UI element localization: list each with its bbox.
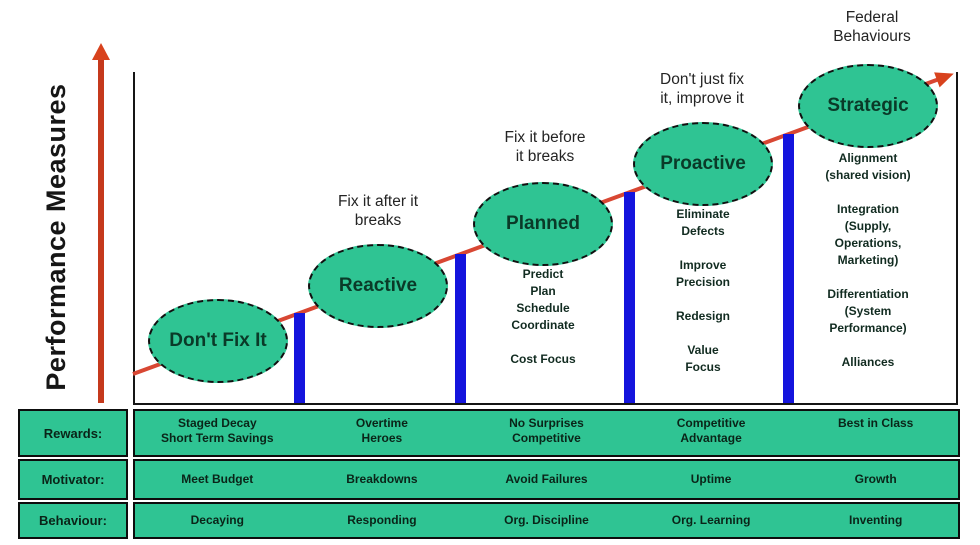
annotation-planned: Fix it before it breaks	[504, 129, 586, 165]
stage-label: Reactive	[338, 275, 418, 296]
motivator-cell-strategic: Growth	[854, 472, 897, 486]
motivator-cell-reactive: Breakdowns	[346, 472, 418, 486]
stage-label: Proactive	[660, 153, 746, 174]
stage-separator-3	[624, 192, 635, 403]
details-strategic: Alignment (shared vision) Integration (S…	[825, 151, 911, 369]
arrow-up-icon	[92, 43, 110, 60]
plot-left-border	[133, 72, 135, 403]
stage-ellipse-reactive: Reactive	[308, 244, 448, 328]
annotation-strategic: Federal Behaviours	[833, 9, 911, 45]
plot-right-border	[956, 72, 958, 403]
rewards-cell-reactive: Overtime Heroes	[355, 416, 408, 445]
row-label-behaviour: Behaviour:	[18, 502, 128, 539]
rewards-cell-strategic: Best in Class	[837, 416, 914, 430]
annotation-proactive: Don't just fix it, improve it	[660, 71, 744, 107]
row-rewards: Staged Decay Short Term Savings Overtime…	[133, 409, 960, 457]
behaviour-cell-proactive: Org. Learning	[671, 513, 751, 527]
stage-separator-4	[783, 134, 794, 403]
rewards-cell-planned: No Surprises Competitive	[509, 416, 584, 445]
rewards-cell-proactive: Competitive Advantage	[676, 416, 746, 445]
row-motivator: Meet Budget Breakdowns Avoid Failures Up…	[133, 459, 960, 500]
motivator-cell-dont-fix-it: Meet Budget	[181, 472, 254, 486]
plot-bottom-border	[133, 403, 958, 405]
arrow-right-icon	[934, 66, 957, 88]
behaviour-cell-strategic: Inventing	[849, 513, 903, 527]
y-axis-arrow	[92, 43, 110, 403]
stage-ellipse-strategic: Strategic	[798, 64, 938, 148]
stage-label: Planned	[506, 213, 580, 234]
stage-label: Strategic	[827, 95, 909, 116]
details-proactive: Eliminate Defects Improve Precision Rede…	[675, 207, 731, 374]
annotation-reactive: Fix it after it breaks	[337, 193, 419, 229]
stage-separator-1	[294, 313, 305, 403]
stage-separator-2	[455, 254, 466, 403]
row-label-motivator: Motivator:	[18, 459, 128, 500]
row-behaviour: Decaying Responding Org. Discipline Org.…	[133, 502, 960, 539]
stage-label: Don't Fix It	[169, 330, 267, 351]
behaviour-cell-reactive: Responding	[347, 513, 417, 527]
y-axis-label: Performance Measures	[41, 83, 71, 391]
stage-ellipse-dont-fix-it: Don't Fix It	[148, 299, 288, 383]
behaviour-cell-planned: Org. Discipline	[504, 513, 589, 527]
motivator-cell-planned: Avoid Failures	[505, 472, 588, 486]
behaviour-cell-dont-fix-it: Decaying	[190, 513, 244, 527]
motivator-cell-proactive: Uptime	[690, 472, 732, 486]
row-label-rewards: Rewards:	[18, 409, 128, 457]
rewards-cell-dont-fix-it: Staged Decay Short Term Savings	[161, 416, 274, 445]
details-planned: Predict Plan Schedule Coordinate Cost Fo…	[510, 267, 576, 366]
stage-ellipse-proactive: Proactive	[633, 122, 773, 206]
stage-ellipse-planned: Planned	[473, 182, 613, 266]
